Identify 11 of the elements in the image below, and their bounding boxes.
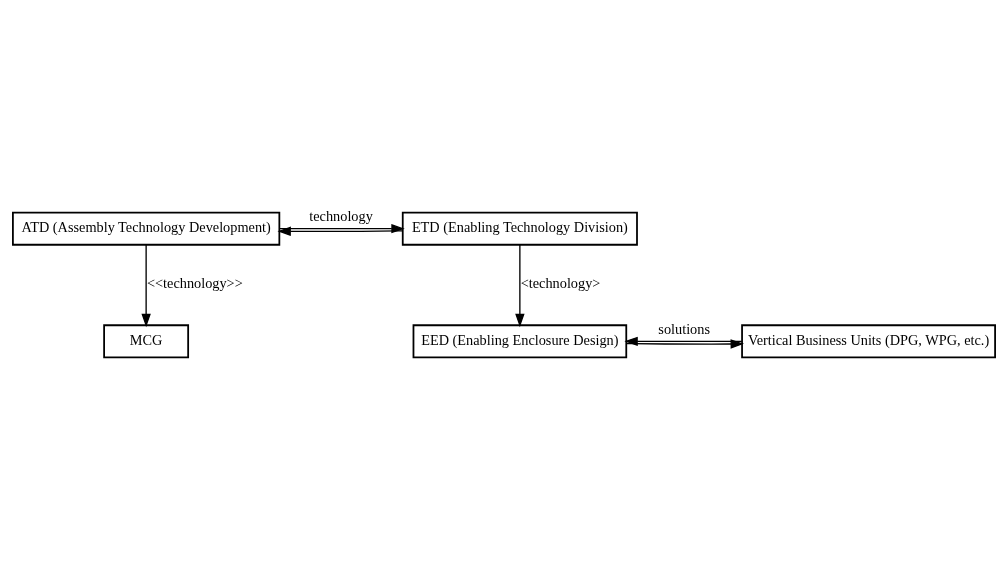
edge-label: <technology> <box>520 275 601 292</box>
node-box: MCG <box>103 324 190 359</box>
node-box: Vertical Business Units (DPG, WPG, etc.) <box>741 324 996 359</box>
node-box: ETD (Enabling Technology Division) <box>401 211 638 246</box>
arrow <box>515 244 525 328</box>
node-box: EED (Enabling Enclosure Design) <box>412 324 628 359</box>
edge-label: technology <box>309 208 373 225</box>
node-box: ATD (Assembly Technology Development) <box>12 211 281 246</box>
edge-label: <<technology>> <box>146 275 243 292</box>
edge-label: solutions <box>658 321 710 337</box>
arrow <box>141 244 151 328</box>
